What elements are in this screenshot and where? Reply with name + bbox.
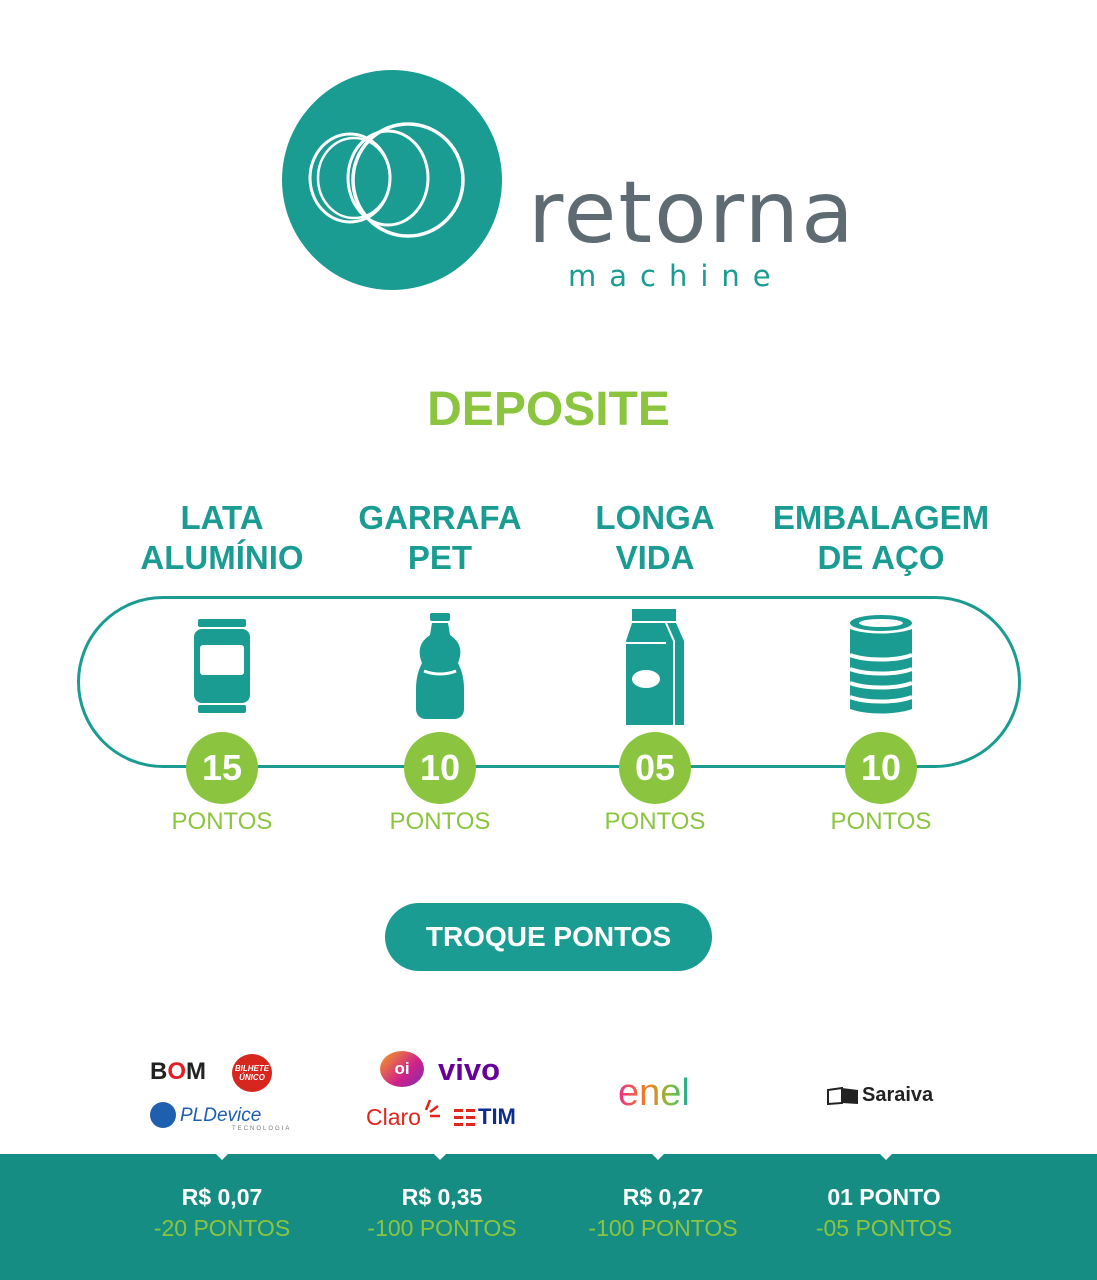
bottle-icon — [416, 613, 464, 719]
reward-cost: -100 PONTOS — [367, 1215, 517, 1241]
book-icon — [827, 1087, 858, 1105]
pointer-notch — [646, 1148, 670, 1160]
material-label-steel: EMBALAGEM DE AÇO — [756, 498, 1006, 578]
bom-letter: O — [167, 1058, 187, 1085]
logo-subtitle: machine — [568, 259, 784, 293]
exchange-points-button[interactable]: TROQUE PONTOS — [385, 903, 712, 971]
bom-logo: BOM — [150, 1060, 206, 1084]
material-label-line: GARRAFA — [358, 499, 522, 536]
rewards-footer — [0, 1154, 1097, 1280]
pldevice-logo: PLDevice — [180, 1105, 262, 1126]
material-label-line: ALUMÍNIO — [140, 539, 304, 576]
pldevice-globe-icon — [150, 1102, 176, 1128]
material-label-line: EMBALAGEM — [772, 499, 990, 536]
reward-value: R$ 0,27 — [622, 1184, 704, 1210]
points-badge-aluminium: 15 — [186, 732, 258, 804]
reward-cost: -100 PONTOS — [588, 1215, 738, 1241]
pldevice-subtitle: TECNOLOGIA — [232, 1126, 292, 1132]
logo-emblem — [282, 70, 502, 290]
pointer-notch — [428, 1148, 452, 1160]
bilhete-unico-text: ÚNICO — [239, 1073, 265, 1082]
tim-mark-icon — [454, 1109, 475, 1126]
reward-value: R$ 0,07 — [181, 1184, 263, 1210]
material-label-line: PET — [407, 539, 473, 576]
material-label-line: VIDA — [615, 539, 695, 576]
pointer-notch — [210, 1148, 234, 1160]
material-label-line: LATA — [180, 499, 264, 536]
reward-cost: -05 PONTOS — [815, 1215, 953, 1241]
bom-letter: M — [186, 1058, 207, 1085]
logo-wordmark: retorna — [528, 163, 856, 263]
rings-icon — [308, 122, 465, 238]
can-icon — [194, 619, 250, 713]
points-unit-label: PONTOS — [389, 808, 491, 835]
vivo-logo: vivo — [438, 1052, 501, 1087]
oi-logo: oi — [380, 1051, 424, 1087]
points-badge-carton: 05 — [619, 732, 691, 804]
points-badge-pet: 10 — [404, 732, 476, 804]
points-unit-label: PONTOS — [830, 808, 932, 835]
saraiva-logo: Saraiva — [862, 1084, 934, 1106]
points-unit-label: PONTOS — [604, 808, 706, 835]
reward-value: R$ 0,35 — [401, 1184, 483, 1210]
material-label-aluminium: LATA ALUMÍNIO — [97, 498, 347, 578]
claro-rays-icon — [424, 1099, 440, 1118]
points-badge-steel: 10 — [845, 732, 917, 804]
material-label-line: LONGA — [595, 499, 715, 536]
points-unit-label: PONTOS — [171, 808, 273, 835]
reward-value: 01 PONTO — [827, 1184, 941, 1210]
steel-can-icon — [849, 615, 913, 714]
reward-cost: -20 PONTOS — [153, 1215, 291, 1241]
bilhete-unico-logo: BILHETE ÚNICO — [232, 1054, 272, 1092]
material-label-line: DE AÇO — [817, 539, 945, 576]
bom-letter: B — [150, 1058, 168, 1085]
claro-logo: Claro — [366, 1104, 421, 1130]
carton-icon — [626, 609, 684, 725]
material-label-carton: LONGA VIDA — [530, 498, 780, 578]
tim-logo: TIM — [478, 1104, 516, 1129]
material-label-pet: GARRAFA PET — [315, 498, 565, 578]
enel-logo: enel — [618, 1072, 690, 1114]
pointer-notch — [874, 1148, 898, 1160]
deposit-heading: DEPOSITE — [427, 383, 670, 436]
bilhete-unico-text: BILHETE — [234, 1064, 270, 1073]
